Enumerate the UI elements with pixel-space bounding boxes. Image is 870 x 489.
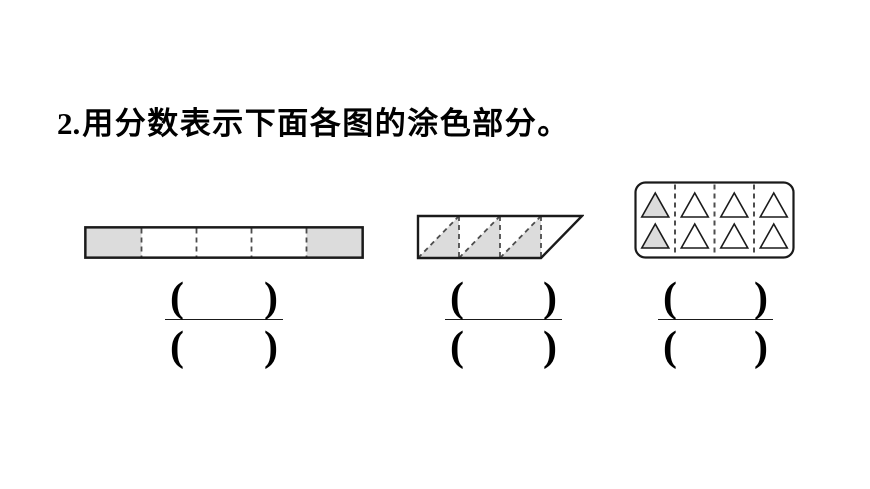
open-paren: (: [450, 275, 464, 321]
open-paren: (: [663, 324, 677, 370]
numerator-row: ( ): [658, 277, 773, 319]
close-paren: ): [543, 275, 557, 321]
denominator-row: ( ): [658, 326, 773, 368]
figure-rounded-rect-triangles: [634, 181, 795, 259]
open-paren: (: [170, 275, 184, 321]
open-paren: (: [663, 275, 677, 321]
question-text: 用分数表示下面各图的涂色部分。: [82, 106, 570, 141]
open-paren: (: [170, 324, 184, 370]
question-number: 2.: [57, 106, 81, 141]
close-paren: ): [543, 324, 557, 370]
denominator-row: ( ): [165, 326, 283, 368]
figure-trapezoid-triangles: [416, 214, 584, 260]
close-paren: ): [264, 324, 278, 370]
close-paren: ): [264, 275, 278, 321]
figure-rectangle-strip: [84, 226, 364, 259]
fraction-blank-1: ( ) ( ): [165, 277, 283, 368]
numerator-row: ( ): [445, 277, 562, 319]
fraction-blank-3: ( ) ( ): [658, 277, 773, 368]
denominator-row: ( ): [445, 326, 562, 368]
fraction-line: [165, 319, 283, 320]
close-paren: ): [754, 275, 768, 321]
close-paren: ): [754, 324, 768, 370]
fraction-blank-2: ( ) ( ): [445, 277, 562, 368]
fraction-line: [445, 319, 562, 320]
fraction-line: [658, 319, 773, 320]
numerator-row: ( ): [165, 277, 283, 319]
question-title: 2.用分数表示下面各图的涂色部分。: [57, 106, 570, 142]
open-paren: (: [450, 324, 464, 370]
